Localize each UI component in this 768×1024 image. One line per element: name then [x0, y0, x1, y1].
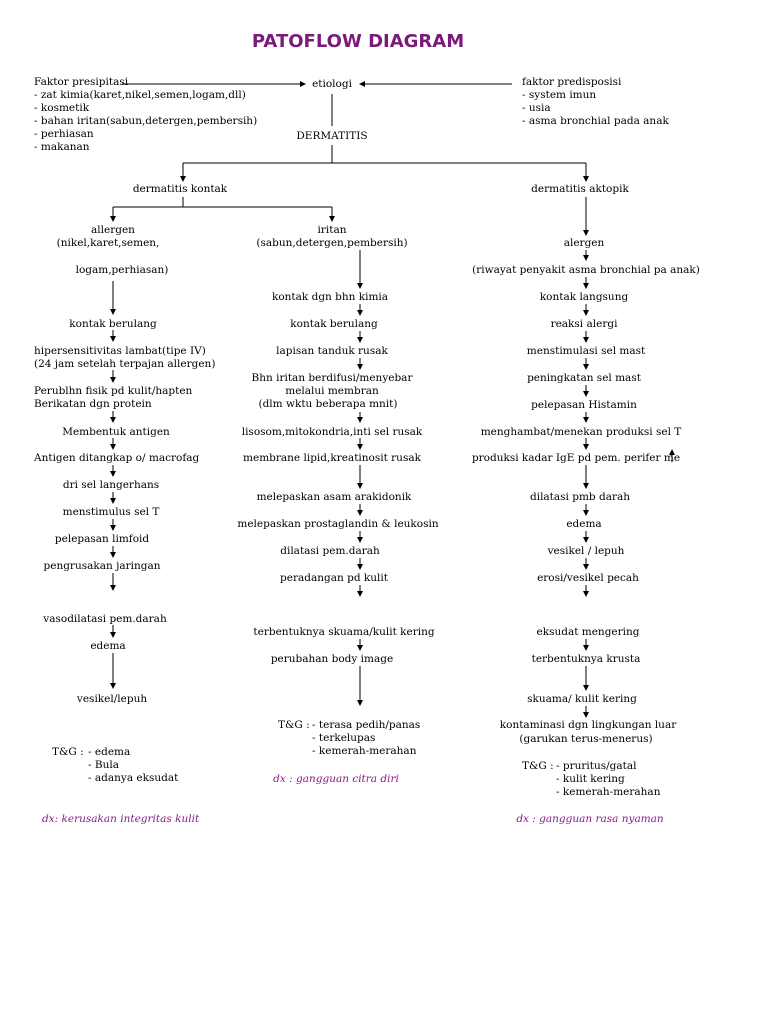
- faktor-predisposisi: faktor predisposisi - system imun - usia…: [522, 76, 669, 128]
- dermatitis-kontak-node: dermatitis kontak: [132, 183, 228, 195]
- mid-diagnosis: dx : gangguan citra diri: [273, 773, 399, 785]
- iritan-detail: (sabun,detergen,pembersih): [256, 237, 408, 249]
- mid-step-8: melepaskan prostaglandin & leukosin: [237, 518, 439, 530]
- iritan-node: iritan: [317, 224, 347, 236]
- left-tg-list: - edema - Bula - adanya eksudat: [88, 746, 178, 785]
- allergen-node: allergen: [91, 224, 135, 236]
- left-diagnosis: dx: kerusakan integritas kulit: [42, 813, 200, 825]
- alergen-node: alergen: [563, 237, 605, 249]
- right-step-11: erosi/vesikel pecah: [537, 572, 639, 584]
- right-diagnosis: dx : gangguan rasa nyaman: [516, 813, 664, 825]
- left-step-11: edema: [90, 640, 126, 652]
- faktor-presipitasi-heading: Faktor presipitasi: [34, 76, 129, 88]
- faktor-predisposisi-list: - system imun - usia - asma bronchial pa…: [522, 89, 669, 128]
- right-step-3: menstimulasi sel mast: [526, 345, 646, 357]
- mid-step-4b: melalui membran: [285, 385, 379, 397]
- page-title: PATOFLOW DIAGRAM: [251, 31, 465, 52]
- mid-step-4a: Bhn iritan berdifusi/menyebar: [251, 372, 413, 384]
- list-item: - makanan: [34, 141, 90, 153]
- left-step-12: vesikel/lepuh: [76, 693, 148, 705]
- faktor-presipitasi: Faktor presipitasi - zat kimia(karet,nik…: [34, 76, 257, 154]
- list-item: - pruritus/gatal: [556, 760, 637, 772]
- right-step-4: peningkatan sel mast: [527, 372, 641, 384]
- left-step-2b: (24 jam setelah terpajan allergen): [34, 358, 216, 370]
- right-step-6: menghambat/menekan produksi sel T: [480, 426, 682, 438]
- mid-step-11: terbentuknya skuama/kulit kering: [253, 626, 435, 638]
- right-step-8: dilatasi pmb darah: [529, 491, 631, 503]
- list-item: - kulit kering: [556, 773, 625, 785]
- left-step-7: menstimulus sel T: [62, 506, 160, 518]
- list-item: - asma bronchial pada anak: [522, 115, 669, 127]
- left-step-5: Antigen ditangkap o/ macrofag: [34, 452, 200, 464]
- right-tg-label: T&G :: [522, 760, 554, 772]
- list-item: - kemerah-merahan: [556, 786, 661, 798]
- right-step-13: terbentuknya krusta: [531, 653, 641, 665]
- list-item: - kosmetik: [34, 102, 90, 114]
- faktor-predisposisi-heading: faktor predisposisi: [522, 76, 622, 88]
- list-item: - Bula: [88, 759, 119, 771]
- list-item: - zat kimia(karet,nikel,semen,logam,dll): [34, 89, 246, 101]
- right-step-14: skuama/ kulit kering: [527, 693, 637, 705]
- mid-step-7: melepaskan asam arakidonik: [256, 491, 412, 503]
- list-item: - system imun: [522, 89, 597, 101]
- left-step-8: pelepasan limfoid: [54, 533, 150, 545]
- mid-step-9: dilatasi pem.darah: [280, 545, 380, 557]
- list-item: - perhiasan: [34, 128, 94, 140]
- dermatitis-atopik-node: dermatitis aktopik: [531, 183, 629, 195]
- list-item: - usia: [522, 102, 551, 114]
- left-step-2a: hipersensitivitas lambat(tipe IV): [34, 345, 206, 357]
- list-item: - edema: [88, 746, 131, 758]
- mid-step-5: lisosom,mitokondria,inti sel rusak: [241, 426, 423, 438]
- right-step-15b: (garukan terus-menerus): [519, 733, 653, 745]
- right-step-9: edema: [566, 518, 602, 530]
- etiologi-node: etiologi: [312, 78, 352, 90]
- mid-tg-label: T&G :: [278, 719, 310, 731]
- dermatitis-node: DERMATITIS: [296, 130, 368, 142]
- allergen-detail-2: logam,perhiasan): [75, 264, 169, 276]
- right-step-12: eksudat mengering: [536, 626, 640, 638]
- mid-step-1: kontak dgn bhn kimia: [271, 291, 389, 303]
- left-tg-label: T&G :: [52, 746, 84, 758]
- mid-step-3: lapisan tanduk rusak: [276, 345, 388, 357]
- mid-step-2: kontak berulang: [290, 318, 378, 330]
- allergen-detail-1: (nikel,karet,semen,: [56, 237, 160, 249]
- mid-step-12: perubahan body image: [270, 653, 394, 665]
- list-item: - bahan iritan(sabun,detergen,pembersih): [34, 115, 258, 127]
- list-item: - terasa pedih/panas: [312, 719, 421, 731]
- mid-step-10: peradangan pd kulit: [280, 572, 388, 584]
- left-step-1: kontak berulang: [69, 318, 157, 330]
- mid-tg-list: - terasa pedih/panas - terkelupas - keme…: [312, 719, 420, 758]
- left-step-4: Membentuk antigen: [62, 426, 170, 438]
- right-step-1: kontak langsung: [539, 291, 629, 303]
- mid-step-6: membrane lipid,kreatinosit rusak: [243, 452, 421, 464]
- right-step-7: produksi kadar IgE pd pem. perifer me: [471, 452, 681, 464]
- left-step-6: dri sel langerhans: [62, 479, 160, 491]
- alergen-detail: (riwayat penyakit asma bronchial pa anak…: [472, 264, 700, 276]
- left-step-3a: Perublhn fisik pd kulit/hapten: [34, 385, 193, 397]
- left-step-3b: Berikatan dgn protein: [34, 398, 152, 410]
- left-step-10: vasodilatasi pem.darah: [43, 613, 167, 625]
- right-tg-list: - pruritus/gatal - kulit kering - kemera…: [556, 760, 660, 799]
- list-item: - kemerah-merahan: [312, 745, 417, 757]
- left-step-9: pengrusakan jaringan: [43, 560, 161, 572]
- list-item: - adanya eksudat: [88, 772, 179, 784]
- right-step-5: pelepasan Histamin: [531, 399, 637, 411]
- list-item: - terkelupas: [312, 732, 376, 744]
- right-step-10: vesikel / lepuh: [547, 545, 625, 557]
- mid-step-4c: (dlm wktu beberapa mnit): [258, 398, 398, 410]
- faktor-presipitasi-list: - zat kimia(karet,nikel,semen,logam,dll)…: [34, 89, 257, 154]
- right-step-15a: kontaminasi dgn lingkungan luar: [499, 719, 677, 731]
- right-step-2: reaksi alergi: [550, 318, 618, 330]
